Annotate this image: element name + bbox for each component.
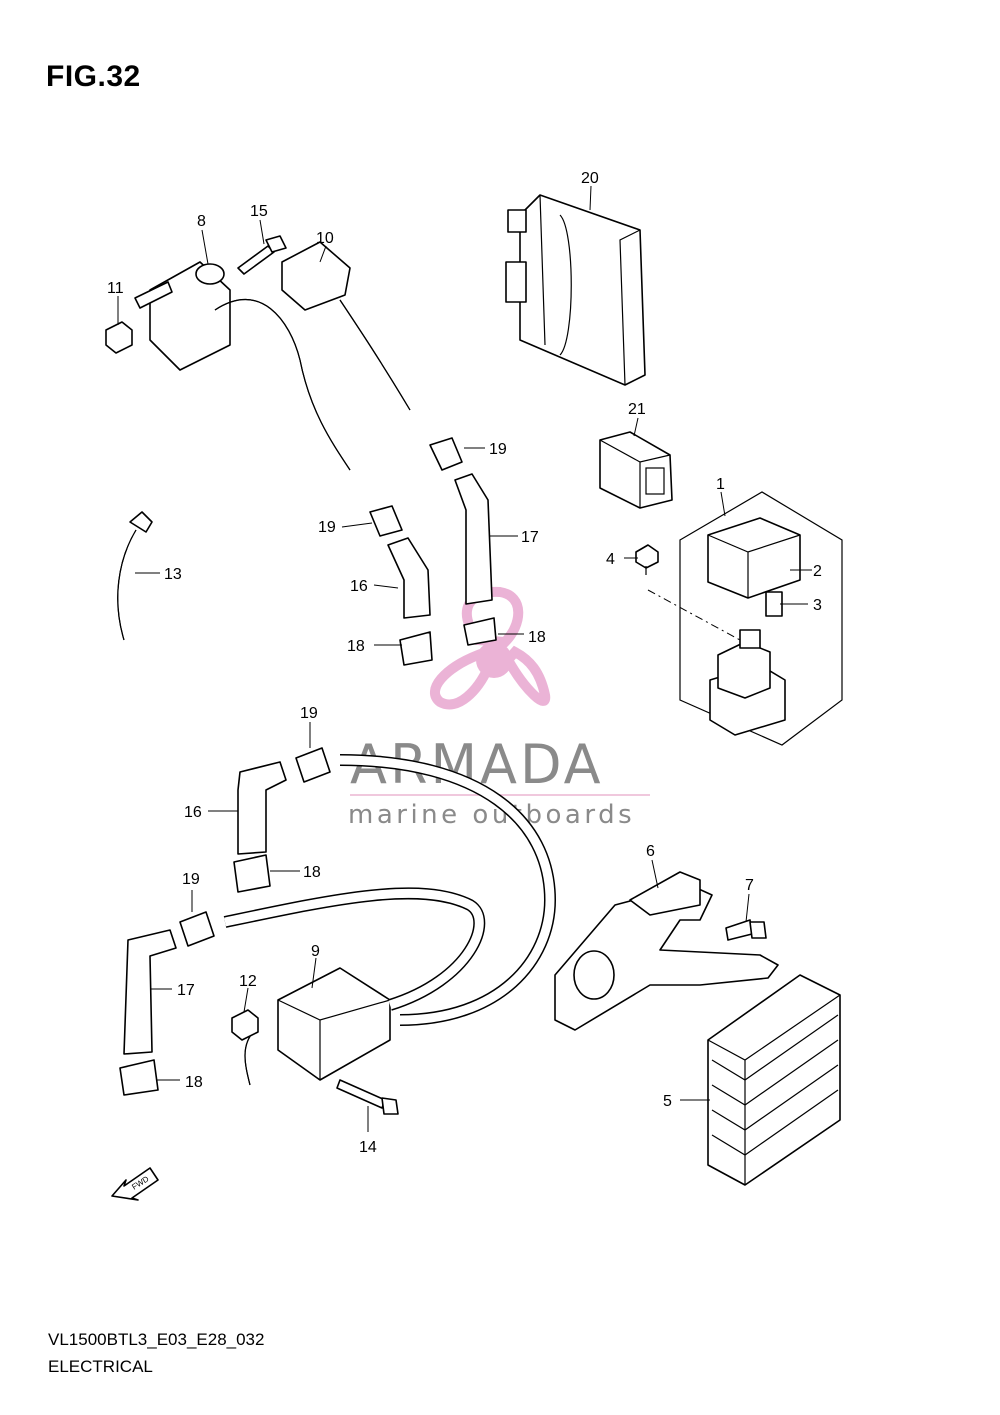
part-7-bolt bbox=[725, 919, 767, 941]
callout-5: 5 bbox=[663, 1093, 672, 1110]
part-13-cable-tie bbox=[117, 511, 153, 641]
callout-leader-lines bbox=[117, 185, 812, 1132]
diagram-section-name: ELECTRICAL bbox=[48, 1357, 153, 1376]
part-18-boots-upper bbox=[399, 617, 497, 666]
part-20-ecm bbox=[505, 194, 646, 386]
callout-9: 9 bbox=[311, 943, 320, 960]
callout-labels: 1 2 3 4 5 6 7 8 9 10 11 12 13 14 15 16 1… bbox=[107, 170, 822, 1156]
part-17-plug-cap-lower bbox=[123, 929, 177, 1055]
callout-1: 1 bbox=[716, 476, 725, 493]
part-19-caps-upper bbox=[369, 437, 463, 537]
callout-16-lower: 16 bbox=[184, 804, 202, 821]
callout-15: 15 bbox=[250, 203, 268, 220]
callout-19-lower-top: 19 bbox=[300, 705, 318, 722]
watermark-tagline: marine outboards bbox=[348, 800, 635, 830]
part-19-caps-lower bbox=[179, 747, 331, 947]
callout-14: 14 bbox=[359, 1139, 377, 1156]
callout-18-lower-bottom: 18 bbox=[185, 1074, 203, 1091]
callout-17-upper: 17 bbox=[521, 529, 539, 546]
part-4-bolt bbox=[635, 544, 741, 641]
part-6-bracket bbox=[554, 871, 779, 1031]
part-9-ignition-coil bbox=[244, 967, 391, 1086]
callout-18-lower-upper: 18 bbox=[303, 864, 321, 881]
callout-18-upper-left: 18 bbox=[347, 638, 365, 655]
part-12-spacer bbox=[231, 1009, 259, 1041]
part-14-bolt bbox=[336, 1079, 399, 1115]
callout-19-lower-left: 19 bbox=[182, 871, 200, 888]
part-16-plug-cap-lower bbox=[237, 761, 287, 855]
part-10-coil-leads bbox=[214, 241, 411, 471]
callout-3: 3 bbox=[813, 597, 822, 614]
part-11-spacer bbox=[105, 321, 133, 354]
callout-12: 12 bbox=[239, 973, 257, 990]
callout-18-upper-right: 18 bbox=[528, 629, 546, 646]
callout-4: 4 bbox=[606, 551, 615, 568]
callout-7: 7 bbox=[745, 877, 754, 894]
diagram-code: VL1500BTL3_E03_E28_032 bbox=[48, 1330, 265, 1349]
part-5-regulator bbox=[707, 974, 841, 1186]
callout-13: 13 bbox=[164, 566, 182, 583]
fwd-arrow-icon: FWD bbox=[111, 1167, 159, 1201]
callout-19-upper-right: 19 bbox=[489, 441, 507, 458]
propeller-logo-icon bbox=[430, 586, 551, 710]
callout-19-upper-left: 19 bbox=[318, 519, 336, 536]
part-1-starter-relay-box bbox=[679, 491, 843, 746]
lower-coil-leads bbox=[223, 754, 557, 1026]
callout-6: 6 bbox=[646, 843, 655, 860]
part-16-plug-cap-upper bbox=[387, 537, 431, 619]
figure-title: FIG.32 bbox=[46, 60, 141, 93]
part-17-plug-cap-upper bbox=[454, 473, 493, 605]
callout-2: 2 bbox=[813, 563, 822, 580]
part-18-boots-lower bbox=[119, 854, 271, 1096]
part-8-ignition-coil bbox=[134, 261, 231, 371]
callout-20: 20 bbox=[581, 170, 599, 187]
callout-11: 11 bbox=[107, 280, 124, 297]
callout-17-lower: 17 bbox=[177, 982, 195, 999]
part-21-relay bbox=[599, 431, 673, 509]
callout-10: 10 bbox=[316, 230, 334, 247]
part-15-bolt bbox=[237, 235, 287, 275]
callout-21: 21 bbox=[628, 401, 646, 418]
callout-16-upper: 16 bbox=[350, 578, 368, 595]
callout-8: 8 bbox=[197, 213, 206, 230]
